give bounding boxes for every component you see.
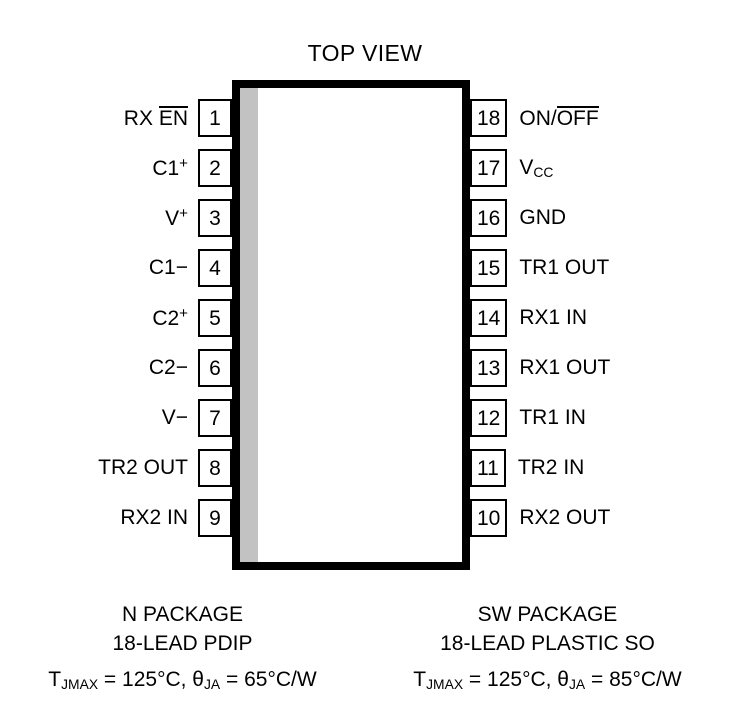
pin-row: RX2 IN 9 — [0, 499, 232, 537]
superscript-sign: + — [179, 205, 188, 223]
pin-number-box: 4 — [198, 249, 232, 287]
caption-left-line2: 18-LEAD PDIP — [112, 632, 253, 655]
pin-number-box: 13 — [470, 349, 508, 387]
pin-label: VCC — [519, 155, 554, 181]
pin-label: V− — [161, 406, 188, 429]
package-body-outline — [232, 80, 470, 570]
pin-number-box: 10 — [470, 499, 508, 537]
minus-sign: − — [175, 256, 188, 279]
pin-row: 15 TR1 OUT — [470, 249, 730, 287]
pin-row: C2− 6 — [0, 349, 232, 387]
theta-value: = 65°C/W — [220, 668, 317, 691]
pin-label: C1− — [148, 256, 188, 279]
pin-row: V− 7 — [0, 399, 232, 437]
theta-subscript: JA — [568, 676, 586, 693]
pin-row: C2+ 5 — [0, 299, 232, 337]
pin-row: 12 TR1 IN — [470, 399, 730, 437]
theta-value: = 85°C/W — [585, 668, 682, 691]
pin-row: 13 RX1 OUT — [470, 349, 730, 387]
pin-row: 14 RX1 IN — [470, 299, 730, 337]
pin-label: C2− — [148, 356, 188, 379]
tjmax-symbol: T — [413, 668, 427, 691]
pin-label: GND — [519, 206, 567, 229]
pin-label: ON/OFF — [519, 105, 599, 130]
pin-label: RX2 IN — [120, 506, 188, 529]
pin-number-box: 14 — [470, 299, 508, 337]
overbar-segment: OFF — [556, 105, 599, 130]
tjmax-subscript: JMAX — [426, 676, 464, 693]
tjmax-value: = 125°C, — [463, 668, 558, 691]
pin-number-box: 8 — [198, 449, 232, 487]
pin-row: TR2 OUT 8 — [0, 449, 232, 487]
pin-label: RX1 IN — [519, 306, 588, 329]
pin-label: C2+ — [152, 305, 188, 330]
pin-row: V+ 3 — [0, 199, 232, 237]
subscript-text: CC — [533, 164, 554, 181]
pin-number-box: 12 — [470, 399, 508, 437]
package-caption-left: N PACKAGE 18-LEAD PDIP — [0, 600, 365, 658]
pin-label: RX1 OUT — [519, 356, 611, 379]
pin-number-box: 18 — [470, 99, 508, 137]
tjmax-value: = 125°C, — [98, 668, 193, 691]
tjmax-symbol: T — [48, 668, 62, 691]
pin-row: C1− 4 — [0, 249, 232, 287]
pin-number-box: 11 — [470, 449, 506, 487]
pin-number-box: 7 — [198, 399, 232, 437]
pin-label: TR2 OUT — [98, 456, 188, 479]
caption-right-line1: SW PACKAGE — [477, 603, 618, 626]
pin-row: 18 ON/OFF — [470, 99, 730, 137]
package-caption-right: SW PACKAGE 18-LEAD PLASTIC SO — [365, 600, 730, 658]
superscript-sign: + — [179, 155, 188, 173]
theta-symbol: θ — [192, 668, 204, 691]
pin-number-box: 17 — [470, 149, 508, 187]
pin-number-box: 9 — [198, 499, 232, 537]
minus-sign: − — [175, 356, 188, 379]
pin-row: 17 VCC — [470, 149, 730, 187]
overbar-segment: EN — [158, 105, 188, 130]
caption-left-line1: N PACKAGE — [122, 603, 243, 626]
caption-right-line2: 18-LEAD PLASTIC SO — [440, 632, 655, 655]
pin-row: 10 RX2 OUT — [470, 499, 730, 537]
thermal-spec-left: TJMAX = 125°C, θJA = 65°C/W — [0, 668, 365, 692]
pin-label: RX2 OUT — [519, 506, 611, 529]
pin-label: RX EN — [123, 105, 188, 130]
pin-number-box: 16 — [470, 199, 508, 237]
pin-row: 16 GND — [470, 199, 730, 237]
theta-subscript: JA — [203, 676, 221, 693]
pin-number-box: 6 — [198, 349, 232, 387]
pin-label: C1+ — [152, 155, 188, 180]
tjmax-subscript: JMAX — [61, 676, 99, 693]
theta-symbol: θ — [557, 668, 569, 691]
minus-sign: − — [175, 406, 188, 429]
pin-number-box: 1 — [198, 99, 232, 137]
thermal-spec-right: TJMAX = 125°C, θJA = 85°C/W — [365, 668, 730, 692]
pin-number-box: 5 — [198, 299, 232, 337]
page-title: TOP VIEW — [307, 40, 423, 66]
pin-number-box: 2 — [198, 149, 232, 187]
pin-number-box: 15 — [470, 249, 508, 287]
superscript-sign: + — [179, 305, 188, 323]
pin-row: 11 TR2 IN — [470, 449, 730, 487]
pin-label: TR2 IN — [517, 456, 585, 479]
pin-row: C1+ 2 — [0, 149, 232, 187]
pin-label: TR1 IN — [519, 406, 586, 429]
pin-number-box: 3 — [198, 199, 232, 237]
pin-row: RX EN 1 — [0, 99, 232, 137]
pin1-notch-bar — [240, 88, 258, 562]
pin-label: TR1 OUT — [519, 256, 610, 279]
pin-label: V+ — [165, 205, 188, 230]
